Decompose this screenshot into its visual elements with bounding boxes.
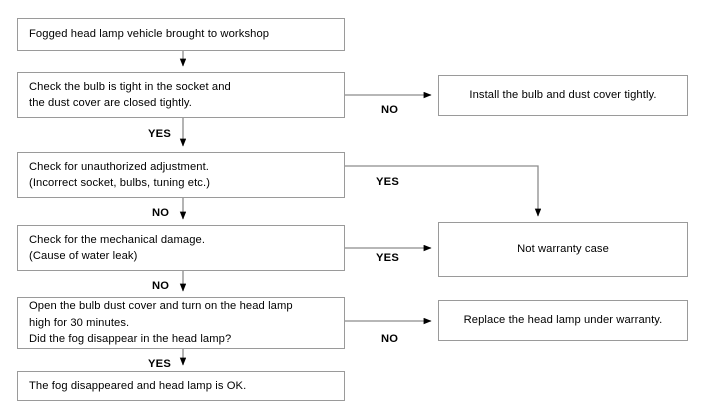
edge-label-yes-unauthorized: YES [376,176,399,188]
node-check-bulb-label: Check the bulb is tight in the socket an… [29,80,231,110]
node-check-unauthorized: Check for unauthorized adjustment. (Inco… [17,152,345,198]
node-check-mechanical-label: Check for the mechanical damage. (Cause … [29,233,206,263]
node-open-cover-label: Open the bulb dust cover and turn on the… [29,300,293,346]
node-install-bulb: Install the bulb and dust cover tightly. [438,75,688,116]
node-start: Fogged head lamp vehicle brought to work… [17,18,345,51]
node-replace-lamp-label: Replace the head lamp under warranty. [463,314,663,327]
connector-unauthorized-yes [345,165,542,217]
node-end-ok: The fog disappeared and head lamp is OK. [17,371,345,401]
node-check-bulb: Check the bulb is tight in the socket an… [17,72,345,118]
node-end-ok-label: The fog disappeared and head lamp is OK. [29,379,247,392]
edge-label-no-check-bulb: NO [381,104,399,116]
node-start-label: Fogged head lamp vehicle brought to work… [29,28,270,41]
node-install-bulb-label: Install the bulb and dust cover tightly. [469,89,657,102]
node-check-mechanical: Check for the mechanical damage. (Cause … [17,225,345,271]
node-check-unauthorized-label: Check for unauthorized adjustment. (Inco… [29,160,211,190]
node-open-cover: Open the bulb dust cover and turn on the… [17,297,345,349]
node-replace-lamp: Replace the head lamp under warranty. [438,300,688,341]
edge-label-no-unauthorized: NO [152,207,170,219]
node-not-warranty-label: Not warranty case [517,243,609,256]
edge-label-yes-check-bulb: YES [148,128,171,140]
edge-label-yes-open-cover: YES [148,358,171,370]
edge-label-no-open-cover: NO [381,333,399,345]
edge-label-yes-mechanical: YES [376,252,399,264]
node-not-warranty: Not warranty case [438,222,688,277]
edge-label-no-mechanical: NO [152,280,170,292]
